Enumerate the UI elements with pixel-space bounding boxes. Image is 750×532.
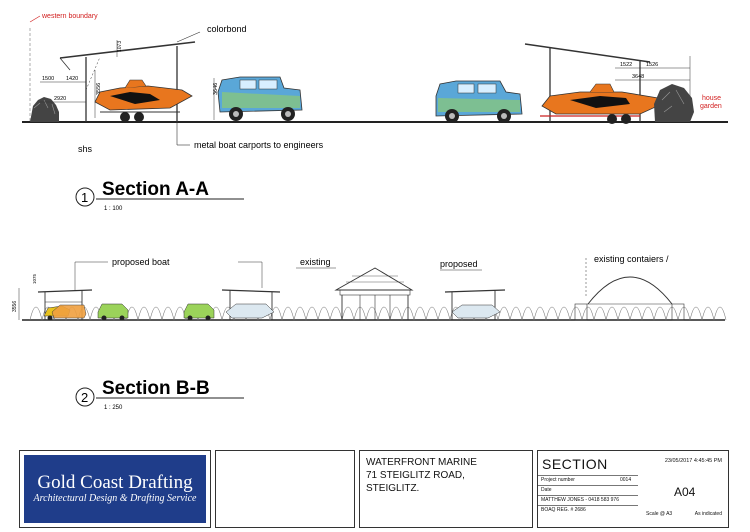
left-carport bbox=[40, 40, 196, 122]
dim-3648-label: 3648 bbox=[632, 74, 644, 80]
project-suburb: STEIGLITZ. bbox=[366, 483, 420, 494]
section-a-scale: 1 : 100 bbox=[104, 206, 123, 212]
dim-1420-label: 1420 bbox=[66, 76, 78, 82]
section-a-title: Section A-A bbox=[102, 179, 209, 200]
dim-1500-label: 1500 bbox=[42, 76, 54, 82]
project-panel: WATERFRONT MARINE 71 STEIGLITZ ROAD, STE… bbox=[359, 450, 533, 528]
scale-label: Scale @ A3 bbox=[646, 511, 673, 517]
left-boat bbox=[94, 79, 193, 122]
house-label: house bbox=[702, 95, 721, 102]
section-b-vehicles-mid bbox=[183, 303, 275, 321]
drawn-by: MATTHEW JONES - 0418 583 976 bbox=[541, 497, 619, 503]
section-a-number-circle bbox=[75, 187, 95, 207]
fence-line bbox=[29, 306, 727, 321]
title-block: Gold Coast Drafting Architectural Design… bbox=[19, 450, 729, 528]
registration: BOAQ REG. # 2686 bbox=[541, 507, 586, 513]
section-a-drawing: western boundary colorbond 1500 1420 292… bbox=[22, 13, 728, 212]
left-tree bbox=[30, 97, 59, 122]
proposed-right-carport bbox=[444, 289, 506, 320]
project-number-value: 0014 bbox=[620, 477, 632, 483]
proposed-boat-label: proposed boat bbox=[112, 257, 170, 267]
company-logo: Gold Coast Drafting Architectural Design… bbox=[19, 450, 211, 528]
project-number-row: Project number 0014 bbox=[538, 475, 638, 485]
section-b-vehicles-left bbox=[43, 303, 129, 321]
date-label: Date bbox=[541, 487, 552, 493]
project-address: 71 STEIGLITZ ROAD, bbox=[366, 470, 465, 481]
dim-3646-label: 3646 bbox=[213, 83, 219, 95]
proposed-label: proposed bbox=[440, 259, 478, 269]
logo-panel: Gold Coast Drafting Architectural Design… bbox=[24, 455, 206, 523]
blank-panel bbox=[215, 450, 355, 528]
dim-2920-label: 2920 bbox=[54, 96, 66, 102]
colorbond-label: colorbond bbox=[207, 24, 247, 34]
existing-shed bbox=[334, 267, 414, 320]
section-b-scale: 1 : 250 bbox=[104, 405, 123, 411]
shs-label: shs bbox=[78, 144, 93, 154]
existing-containers bbox=[574, 276, 685, 321]
dim-1526-label: 1526 bbox=[646, 62, 658, 68]
project-name: WATERFRONT MARINE bbox=[366, 457, 477, 468]
section-b-number: 2 bbox=[81, 390, 88, 405]
right-tree bbox=[654, 84, 694, 122]
garden-label: garden bbox=[700, 103, 722, 110]
carports-label: metal boat carports to engineers bbox=[194, 140, 324, 150]
section-b-dim-3556: 3556 bbox=[12, 301, 18, 312]
right-boat bbox=[540, 83, 663, 124]
drawn-by-row: MATTHEW JONES - 0418 583 976 bbox=[538, 495, 638, 505]
scale-value: As indicated bbox=[694, 511, 722, 517]
date-row: Date bbox=[538, 485, 638, 495]
section-b-dim-1075: 1075 bbox=[32, 273, 37, 284]
project-number-label: Project number bbox=[541, 477, 575, 483]
section-b-drawing: 3556 1075 proposed boat bbox=[12, 254, 727, 411]
company-subtitle: Architectural Design & Drafting Service bbox=[33, 493, 197, 504]
left-car bbox=[217, 76, 303, 121]
existing-containers-label: existing contaiers / bbox=[594, 254, 669, 264]
dim-1522-label: 1522 bbox=[620, 62, 632, 68]
sheet-title: SECTION bbox=[542, 456, 608, 472]
section-a-number: 1 bbox=[81, 190, 88, 205]
western-boundary-label: western boundary bbox=[41, 13, 98, 20]
section-b-number-circle bbox=[75, 387, 95, 407]
company-name: Gold Coast Drafting bbox=[37, 472, 193, 493]
sheet-date: 23/05/2017 4:45:45 PM bbox=[664, 458, 722, 464]
reg-row: BOAQ REG. # 2686 bbox=[538, 505, 638, 515]
sheet-number: A04 bbox=[674, 485, 696, 499]
section-b-title: Section B-B bbox=[102, 378, 210, 399]
dim-1073-label: 1073 bbox=[117, 41, 123, 52]
sheet-panel: SECTION 23/05/2017 4:45:45 PM Project nu… bbox=[537, 450, 729, 528]
right-car bbox=[435, 80, 523, 123]
dim-3556-label: 3556 bbox=[96, 83, 102, 95]
existing-label: existing bbox=[300, 257, 331, 267]
